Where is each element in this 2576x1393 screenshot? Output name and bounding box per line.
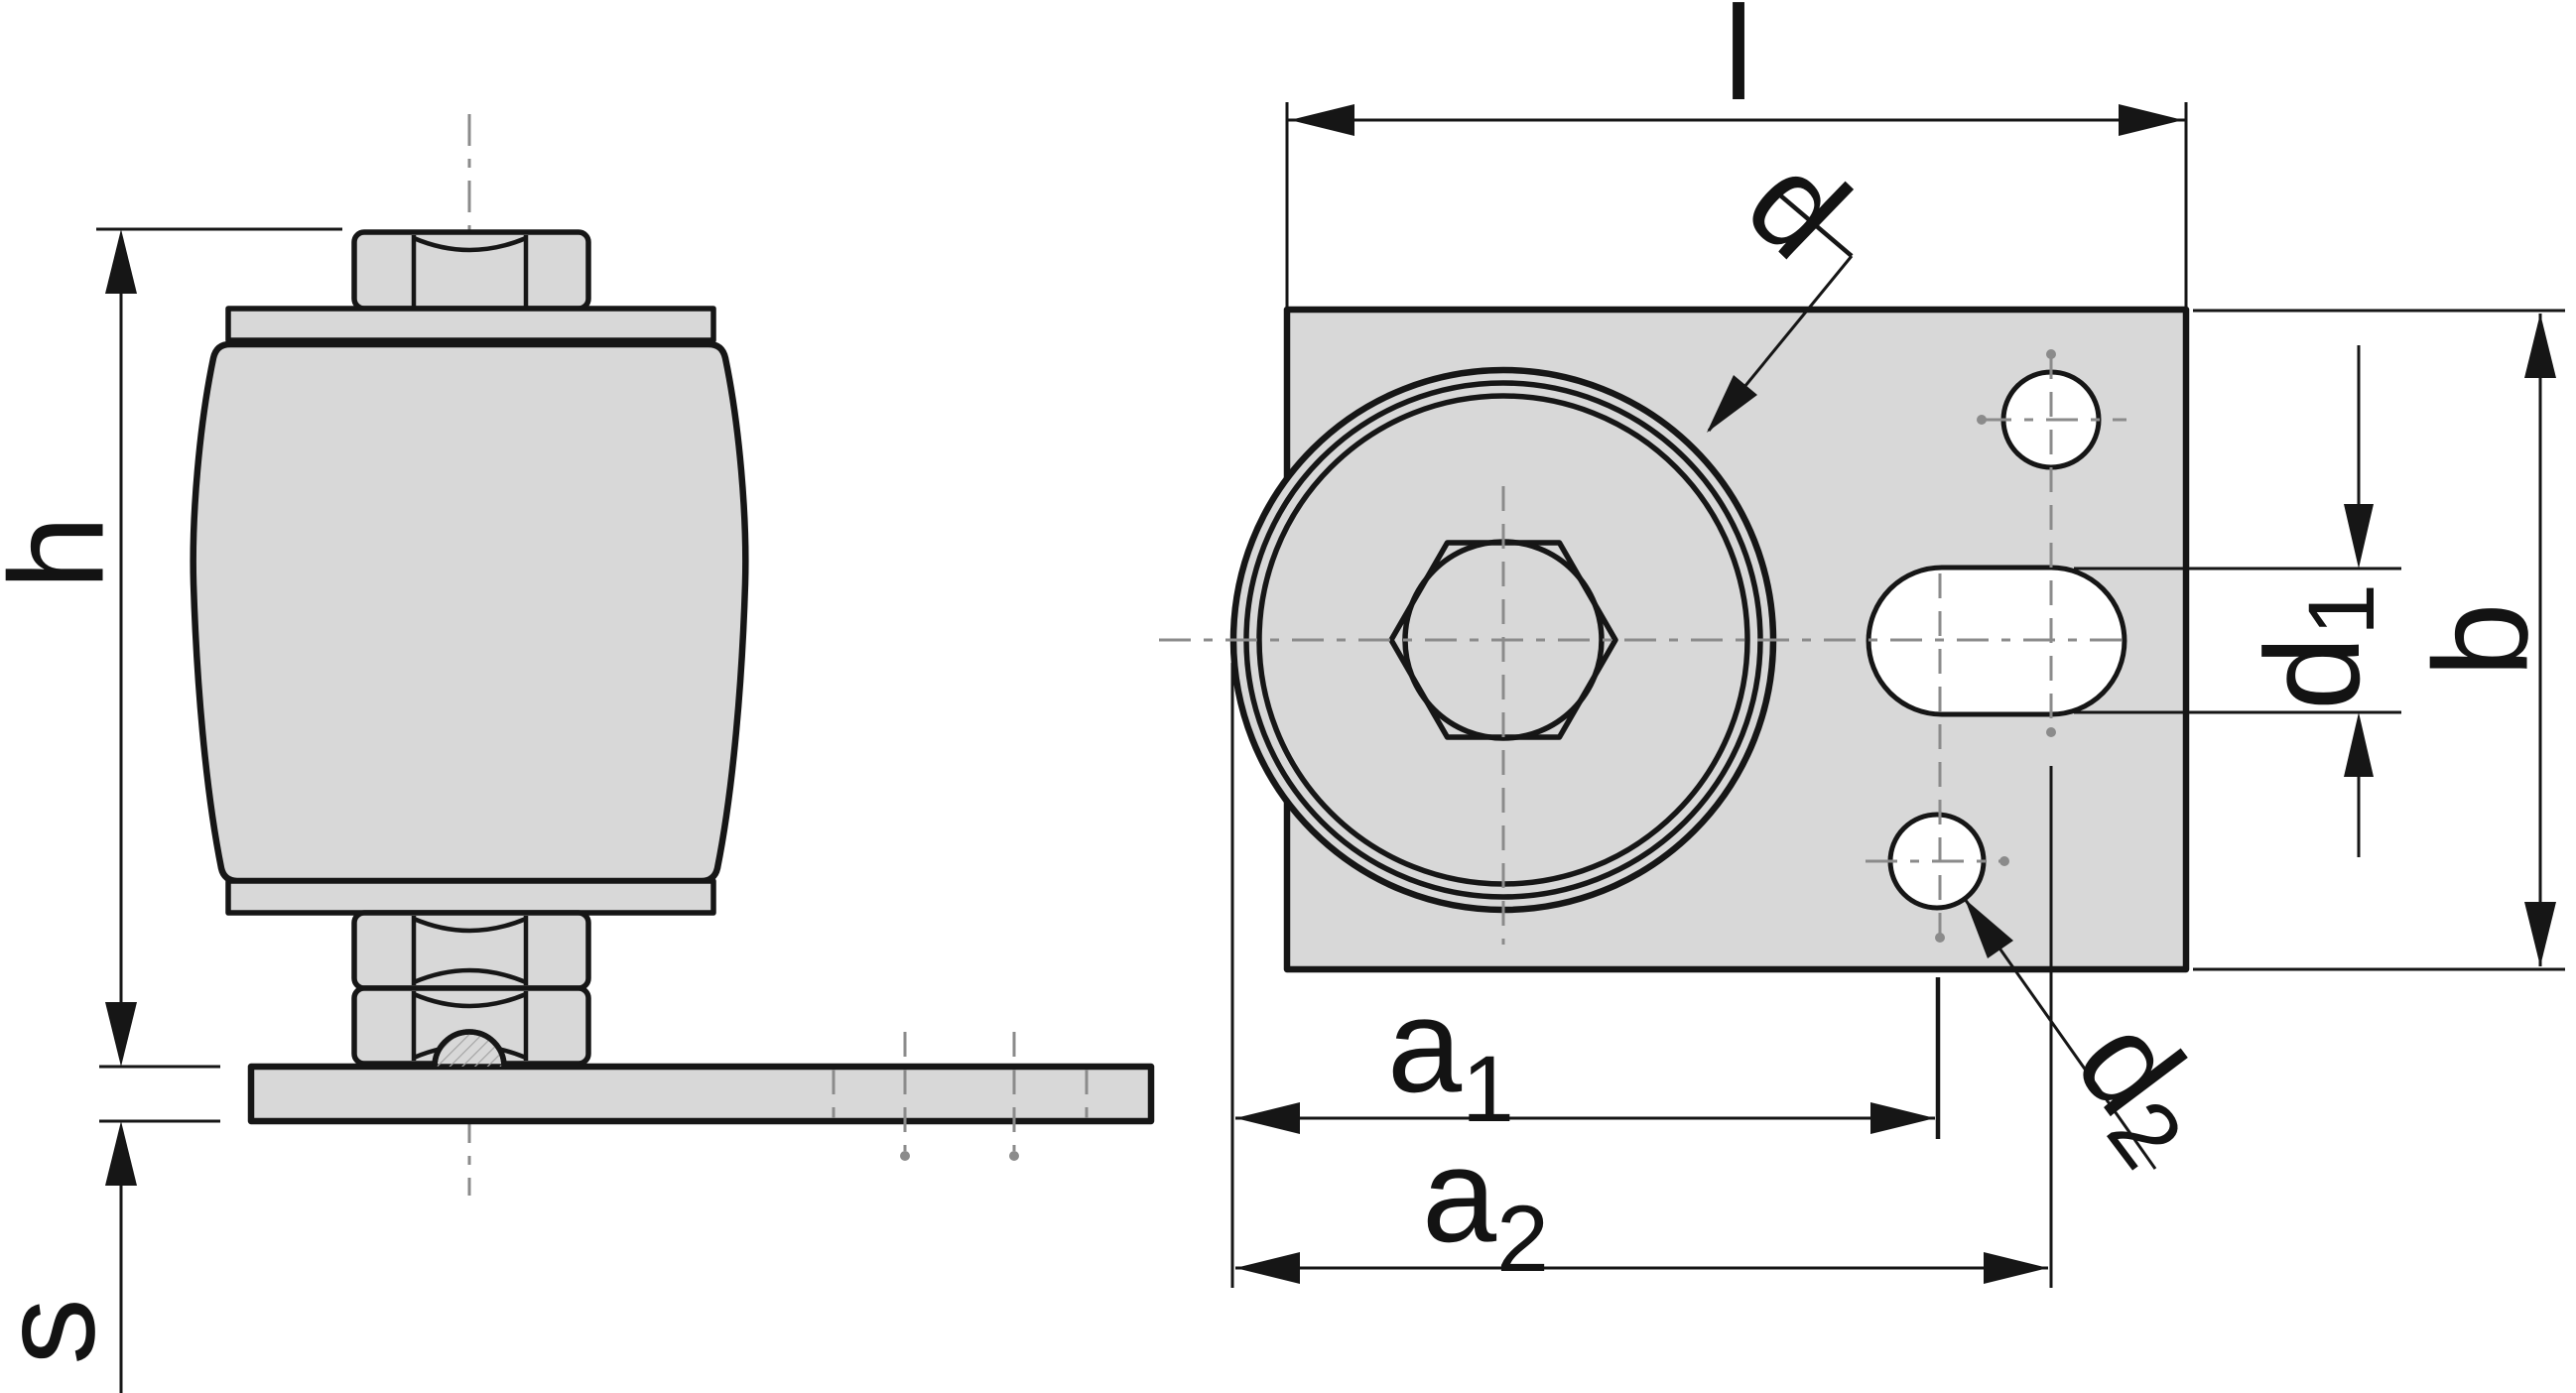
top-hex-nut xyxy=(351,229,591,312)
centerline-end-dot xyxy=(900,1151,910,1161)
centerline-end-dot xyxy=(1999,856,2009,866)
centerline-end-dot xyxy=(1935,933,1945,943)
arrowhead-up xyxy=(2524,314,2556,378)
arrowhead-up xyxy=(105,1121,137,1186)
dimension-label-b: b xyxy=(2406,602,2556,677)
label-underline xyxy=(1770,187,1854,258)
ball-foot xyxy=(432,1029,507,1070)
lower-washer xyxy=(225,878,716,916)
dimension-a1: a1 xyxy=(1230,663,1941,1288)
dimension-s: s xyxy=(0,1119,220,1393)
arrowhead-left xyxy=(1290,104,1354,136)
dimension-b: b xyxy=(2193,309,2565,971)
upper-washer xyxy=(225,306,716,343)
arrowhead xyxy=(1965,899,2013,958)
dimension-l: l xyxy=(1285,0,2188,314)
side-view: h s xyxy=(0,114,1155,1393)
arrowhead-right xyxy=(1870,1102,1935,1134)
upper-lock-nut xyxy=(351,910,591,991)
dimension-label-a2: a2 xyxy=(1422,1120,1549,1292)
centerline-end-dot xyxy=(2046,727,2056,737)
barrel-body xyxy=(190,340,749,885)
arrowhead xyxy=(1707,375,1757,433)
centerline-end-dot xyxy=(1009,1151,1019,1161)
centerline-end-dot xyxy=(1977,415,1987,425)
dimension-label-l: l xyxy=(1724,0,1753,128)
arrowhead-down xyxy=(2344,504,2374,569)
arrowhead-right xyxy=(2119,104,2183,136)
arrowhead-down xyxy=(105,1002,137,1067)
base-plate xyxy=(247,1063,1155,1125)
arrowhead-up xyxy=(2344,712,2374,777)
dimension-d1: d1 xyxy=(2074,345,2401,857)
dimension-label-a1: a1 xyxy=(1387,970,1514,1142)
arrowhead-up xyxy=(105,229,137,294)
arrowhead-left xyxy=(1235,1252,1300,1284)
arrowhead-down xyxy=(2524,902,2556,966)
dimension-label-d: d xyxy=(1720,127,1877,287)
arrowhead-right xyxy=(1984,1252,2048,1284)
arrowhead-left xyxy=(1235,1102,1300,1134)
centerline-end-dot xyxy=(2046,349,2056,359)
dimension-label-d2: d2 xyxy=(2042,990,2245,1187)
dimension-a2: a2 xyxy=(1235,766,2053,1292)
hex-socket xyxy=(1388,540,1618,740)
dimension-label-h: h xyxy=(0,515,132,589)
top-view: l d d1 b xyxy=(1159,0,2565,1292)
lower-lock-nut xyxy=(351,985,591,1067)
dimension-h: h xyxy=(0,227,342,1069)
dimension-label-d1: d1 xyxy=(2238,583,2395,710)
dimension-label-s: s xyxy=(0,1298,123,1365)
